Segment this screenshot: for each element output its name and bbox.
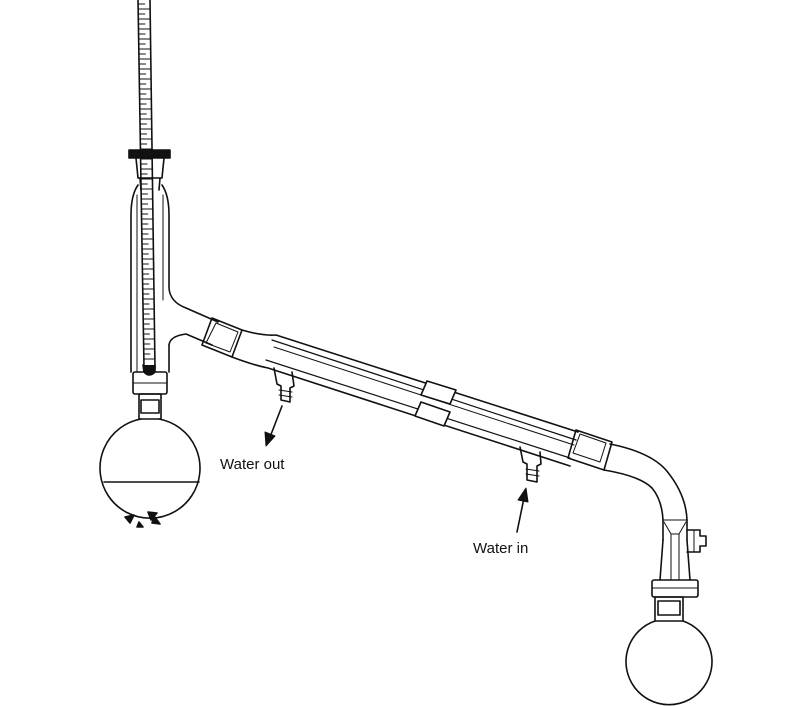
condenser-clamp [420, 380, 457, 405]
boiling-chip [151, 515, 161, 525]
water-outlet-nipple [273, 367, 295, 403]
water-inlet-nipple [519, 446, 542, 483]
thermometer-adapter-cap [128, 149, 171, 159]
thermometer-adapter [135, 157, 165, 179]
distilling-flask [99, 393, 201, 528]
boiling-chip [124, 514, 135, 524]
head-condenser-joint [201, 317, 243, 358]
thermometer-scale [137, 3, 156, 360]
condenser [231, 329, 579, 483]
water-in-label: Water in [473, 540, 528, 557]
water-out-label: Water out [220, 456, 285, 473]
receiving-adapter [603, 443, 707, 598]
water-in-arrow [516, 487, 529, 533]
condenser-clamp [414, 401, 451, 427]
distilling-head [130, 184, 219, 395]
receiving-flask [625, 596, 713, 706]
condenser-adapter-joint [567, 429, 613, 471]
thermometer [137, 0, 156, 376]
boiling-chip [136, 521, 144, 528]
vacuum-side-arm [686, 529, 707, 553]
water-out-arrow [264, 405, 283, 447]
